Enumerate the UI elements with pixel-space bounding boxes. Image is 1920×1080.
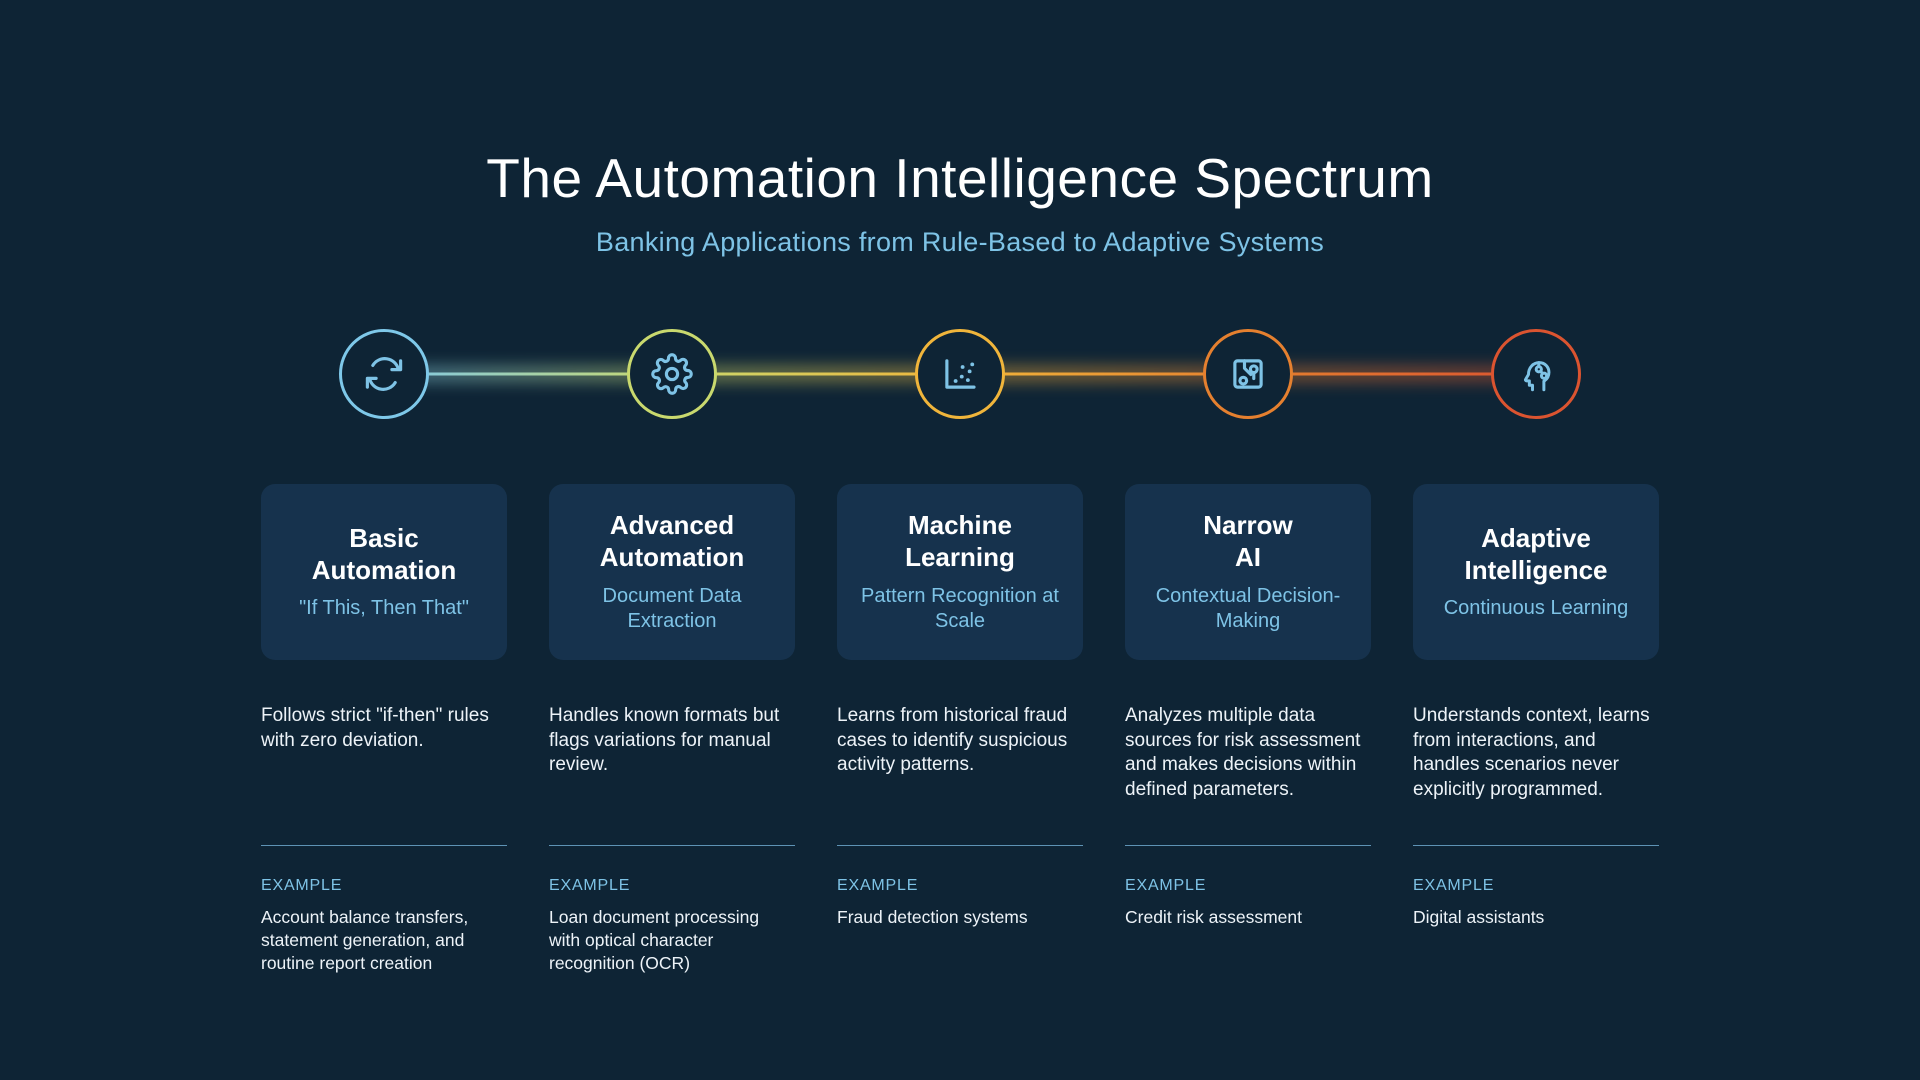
card-title-line: Narrow — [1203, 510, 1293, 541]
card-title: Narrow AI — [1203, 510, 1293, 573]
stage-description: Understands context, learns from interac… — [1413, 705, 1650, 801]
card-title-line: Adaptive — [1481, 522, 1591, 553]
timeline — [0, 326, 1920, 422]
example-text: Digital assistants — [1413, 907, 1545, 927]
timeline-track — [261, 326, 1659, 422]
timeline-node-basic-automation — [261, 326, 507, 422]
stage-description: Learns from historical fraud cases to id… — [837, 705, 1068, 776]
example-label: EXAMPLE — [549, 877, 631, 894]
card-basic-automation: Basic Automation "If This, Then That" — [261, 484, 507, 660]
card-title-line: Advanced — [609, 510, 735, 541]
stage-ring — [627, 329, 717, 419]
ai-head-icon — [1515, 353, 1557, 395]
card-narrow-ai: Narrow AI Contextual Decision-Making — [1125, 484, 1371, 660]
divider — [261, 845, 507, 846]
gear-icon — [651, 353, 693, 395]
stage-cards: Basic Automation "If This, Then That" Ad… — [0, 484, 1920, 660]
stage-ring — [339, 329, 429, 419]
card-title-line: Learning — [905, 542, 1015, 572]
card-title-line: Automation — [311, 554, 457, 585]
detail-basic-automation: Follows strict "if-then" rules with zero… — [261, 660, 507, 975]
card-tagline: Document Data Extraction — [602, 584, 742, 632]
divider — [1413, 845, 1659, 846]
detail-adaptive-intelligence: Understands context, learns from interac… — [1413, 660, 1659, 975]
card-tagline: Pattern Recognition at Scale — [861, 584, 1059, 632]
timeline-node-advanced-automation — [549, 326, 795, 422]
example-text: Loan document processing with optical ch… — [549, 907, 760, 974]
sync-icon — [363, 353, 405, 395]
divider — [1125, 845, 1371, 846]
card-title-line: AI — [1234, 542, 1261, 572]
page-subtitle: Banking Applications from Rule-Based to … — [595, 227, 1325, 257]
card-machine-learning: Machine Learning Pattern Recognition at … — [837, 484, 1083, 660]
card-tagline: "If This, Then That" — [299, 597, 469, 620]
stage-ring — [1203, 329, 1293, 419]
detail-machine-learning: Learns from historical fraud cases to id… — [837, 660, 1083, 975]
example-text: Fraud detection systems — [837, 907, 1028, 927]
timeline-icons — [261, 326, 1659, 422]
card-title: Adaptive Intelligence — [1464, 523, 1607, 586]
card-tagline: Continuous Learning — [1443, 597, 1629, 620]
example-text: Account balance transfers, statement gen… — [261, 907, 469, 974]
card-advanced-automation: Advanced Automation Document Data Extrac… — [549, 484, 795, 660]
spectrum-diagram: Basic Automation "If This, Then That" Ad… — [0, 326, 1920, 975]
example-label: EXAMPLE — [1125, 877, 1207, 894]
card-title-line: Machine — [907, 510, 1012, 541]
card-title-line: Automation — [599, 542, 745, 572]
card-title-line: Basic — [349, 522, 419, 553]
example-text: Credit risk assessment — [1125, 907, 1302, 927]
timeline-node-adaptive-intelligence — [1413, 326, 1659, 422]
header: The Automation Intelligence Spectrum Ban… — [0, 0, 1920, 258]
example-label: EXAMPLE — [261, 877, 343, 894]
scatter-chart-icon — [939, 353, 981, 395]
stage-ring — [915, 329, 1005, 419]
stage-details: Follows strict "if-then" rules with zero… — [0, 660, 1920, 975]
stage-description: Handles known formats but flags variatio… — [549, 705, 780, 776]
timeline-node-narrow-ai — [1125, 326, 1371, 422]
stage-ring — [1491, 329, 1581, 419]
divider — [837, 845, 1083, 846]
card-tagline: Contextual Decision-Making — [1155, 584, 1341, 632]
divider — [549, 845, 795, 846]
stage-description: Follows strict "if-then" rules with zero… — [261, 705, 489, 751]
circuit-chip-icon — [1227, 353, 1269, 395]
page-title: The Automation Intelligence Spectrum — [486, 147, 1434, 209]
timeline-node-machine-learning — [837, 326, 1083, 422]
detail-narrow-ai: Analyzes multiple data sources for risk … — [1125, 660, 1371, 975]
card-title: Basic Automation — [312, 523, 456, 586]
card-title: Machine Learning — [905, 510, 1015, 573]
card-title-line: Intelligence — [1464, 554, 1608, 585]
card-adaptive-intelligence: Adaptive Intelligence Continuous Learnin… — [1413, 484, 1659, 660]
detail-advanced-automation: Handles known formats but flags variatio… — [549, 660, 795, 975]
stage-description: Analyzes multiple data sources for risk … — [1125, 705, 1361, 801]
example-label: EXAMPLE — [1413, 877, 1495, 894]
card-title: Advanced Automation — [600, 510, 744, 573]
example-label: EXAMPLE — [837, 877, 919, 894]
